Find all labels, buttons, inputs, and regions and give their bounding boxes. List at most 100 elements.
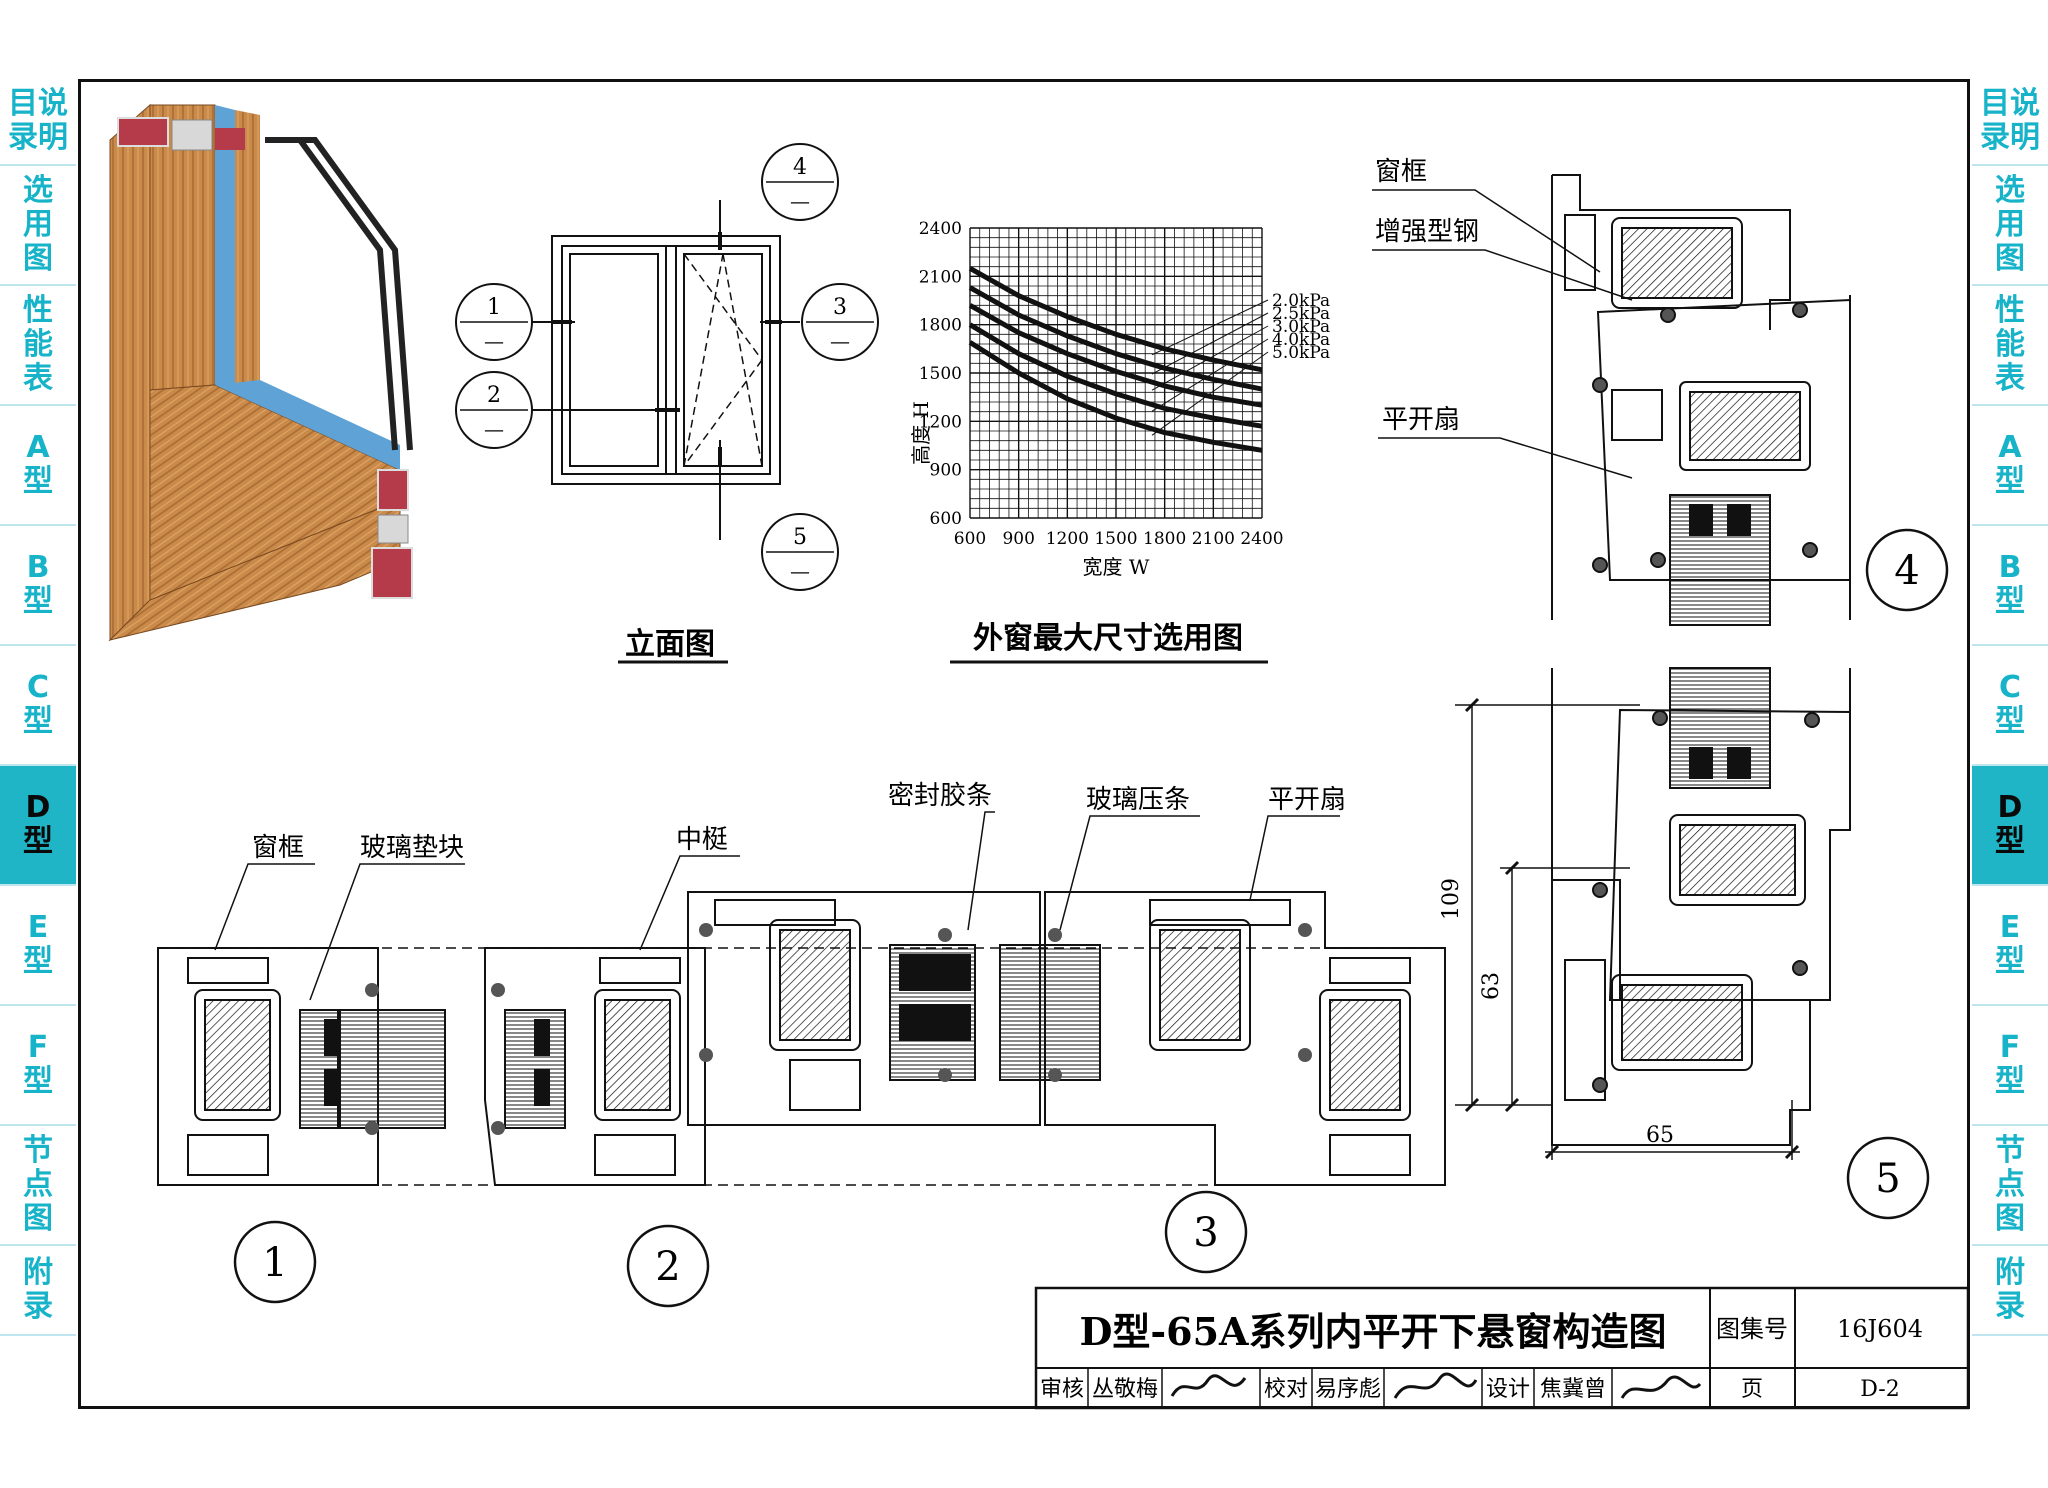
dim-65: 65	[1646, 1123, 1674, 1148]
series-line-0	[968, 266, 1263, 373]
side-tab-4[interactable]: B 型	[0, 526, 76, 646]
y-tick-label: 2400	[919, 219, 962, 239]
series-line-1	[968, 285, 1263, 392]
section-number-2: 2	[655, 1244, 680, 1290]
series-line-2	[968, 303, 1263, 408]
callout-sub-1: —	[484, 329, 504, 353]
section-number-circles: 1 2 3 4 5	[233, 528, 1949, 1308]
review-label: 审核	[1040, 1377, 1084, 1402]
dim-109: 109	[1439, 878, 1464, 920]
dimension-lines	[1455, 697, 1800, 1160]
label-glass-block: 玻璃垫块	[360, 833, 464, 863]
section-circle-2	[626, 1224, 710, 1308]
profile-3d-illustration	[108, 103, 413, 642]
side-tab-8[interactable]: F 型	[1972, 1006, 2048, 1126]
side-tab-9[interactable]: 节 点 图	[1972, 1126, 2048, 1246]
side-tab-3[interactable]: A 型	[1972, 406, 2048, 526]
legend-label-0: 2.0kPa	[1272, 291, 1330, 311]
section-circle-4	[1865, 528, 1949, 612]
check-label: 校对	[1264, 1377, 1308, 1402]
y-tick-label: 900	[930, 461, 962, 481]
design-label: 设计	[1486, 1377, 1530, 1402]
series-line-3	[968, 322, 1263, 429]
callout-number-1: 1	[487, 295, 501, 320]
section-number-3: 3	[1193, 1210, 1218, 1256]
designer-name: 焦冀曾	[1540, 1377, 1606, 1402]
vertical-section-4	[1551, 174, 1851, 626]
side-tab-7[interactable]: E 型	[0, 886, 76, 1006]
label-bead: 玻璃压条	[1086, 785, 1190, 815]
drawing-title: D型-65A系列内平开下悬窗构造图	[1079, 1309, 1666, 1354]
side-tab-0[interactable]: 目说 录明	[0, 78, 76, 166]
label-seal: 密封胶条	[888, 781, 992, 811]
callout-number-2: 2	[487, 383, 501, 408]
drawing-sheet-frame	[78, 79, 1970, 1409]
side-tab-5[interactable]: C 型	[0, 646, 76, 766]
section-number-1: 1	[262, 1240, 287, 1286]
vertical-section-labels: 窗框 增强型钢 平开扇	[1375, 157, 1479, 435]
side-tab-0[interactable]: 目说 录明	[1972, 78, 2048, 166]
callout-number-3: 3	[833, 295, 847, 320]
legend-leader-2	[1151, 325, 1269, 391]
side-tab-10[interactable]: 附 录	[0, 1246, 76, 1336]
x-axis-label: 宽度 W	[1083, 555, 1150, 579]
callout-number-4: 4	[793, 155, 807, 180]
section-circle-3	[1164, 1190, 1248, 1274]
x-tick-label: 600	[954, 529, 986, 549]
side-tab-6[interactable]: D 型	[0, 766, 76, 886]
legend-label-1: 2.5kPa	[1272, 304, 1330, 324]
callout-sub-4: —	[790, 189, 810, 213]
side-tab-7[interactable]: E 型	[1972, 886, 2048, 1006]
section-number-5: 5	[1875, 1156, 1900, 1202]
x-tick-label: 1200	[1046, 529, 1089, 549]
side-tab-6[interactable]: D 型	[1972, 766, 2048, 886]
callout-sub-5: —	[790, 559, 810, 583]
y-tick-label: 600	[930, 509, 962, 529]
elevation-drawing	[530, 200, 800, 540]
atlas-number: 16J604	[1837, 1315, 1923, 1343]
elevation-callouts: 1—2—3—4—5—	[455, 143, 879, 591]
label-frame-top: 窗框	[1375, 157, 1427, 187]
x-tick-label: 2100	[1192, 529, 1235, 549]
side-tab-4[interactable]: B 型	[1972, 526, 2048, 646]
callout-number-5: 5	[793, 525, 807, 550]
break-lines	[158, 947, 1445, 1186]
reviewer-name: 丛敬梅	[1092, 1377, 1158, 1402]
signatures	[1170, 1372, 1702, 1399]
chart-title: 外窗最大尺寸选用图	[973, 621, 1243, 656]
legend-label-3: 4.0kPa	[1272, 330, 1330, 350]
label-steel: 增强型钢	[1375, 217, 1479, 247]
page-number: D-2	[1860, 1377, 1899, 1402]
side-tab-10[interactable]: 附 录	[1972, 1246, 2048, 1336]
side-tab-5[interactable]: C 型	[1972, 646, 2048, 766]
horizontal-section-labels: 窗框 玻璃垫块 中梃 密封胶条 玻璃压条 平开扇	[252, 781, 1346, 863]
side-tab-1[interactable]: 选 用 图	[0, 166, 76, 286]
side-tab-2[interactable]: 性 能 表	[1972, 286, 2048, 406]
legend-leader-0	[1151, 299, 1269, 356]
x-tick-label: 1800	[1143, 529, 1186, 549]
elevation-title: 立面图	[625, 627, 715, 662]
side-tab-1[interactable]: 选 用 图	[1972, 166, 2048, 286]
legend-label-4: 5.0kPa	[1272, 343, 1330, 363]
side-tab-3[interactable]: A 型	[0, 406, 76, 526]
callout-sub-2: —	[484, 417, 504, 441]
vertical-section-5	[1551, 667, 1851, 1146]
series-line-4	[968, 340, 1263, 453]
label-mullion: 中梃	[676, 825, 728, 855]
legend-leader-3	[1151, 338, 1269, 412]
side-tab-9[interactable]: 节 点 图	[0, 1126, 76, 1246]
label-frame-h: 窗框	[252, 833, 304, 863]
section-number-4: 4	[1894, 548, 1919, 594]
label-sash-top: 平开扇	[1382, 405, 1460, 435]
side-tab-2[interactable]: 性 能 表	[0, 286, 76, 406]
legend-leader-4	[1151, 351, 1269, 436]
signature-row: 审核 丛敬梅 校对 易序彪 设计 焦冀曾	[1040, 1377, 1606, 1402]
section-circle-1	[233, 1220, 317, 1304]
legend-leader-1	[1151, 312, 1269, 375]
title-block	[1034, 1286, 1970, 1410]
x-tick-label: 900	[1002, 529, 1034, 549]
checker-name: 易序彪	[1315, 1377, 1381, 1402]
dim-63: 63	[1479, 972, 1504, 1000]
side-tab-8[interactable]: F 型	[0, 1006, 76, 1126]
